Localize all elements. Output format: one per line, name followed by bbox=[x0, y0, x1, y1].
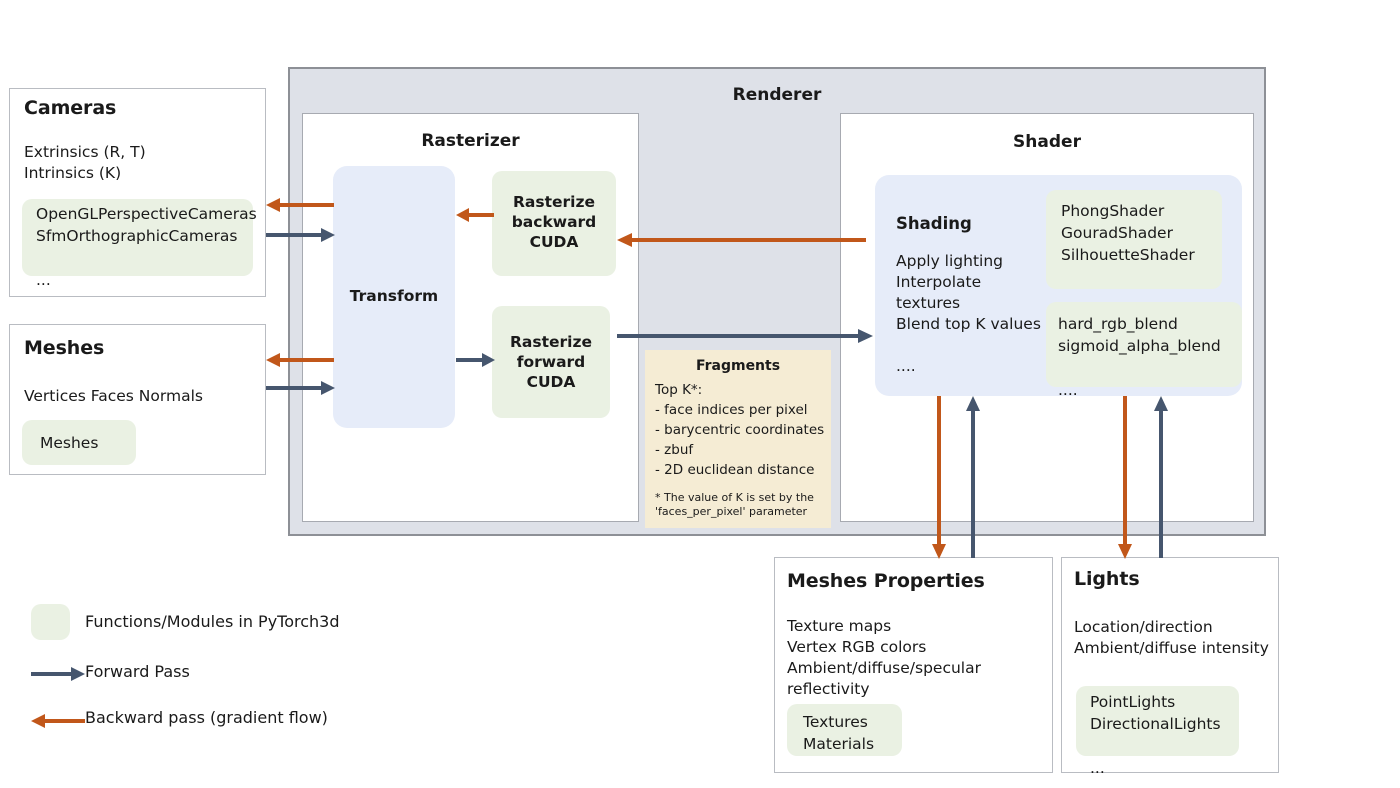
fragments-body: Top K*: - face indices per pixel - baryc… bbox=[655, 382, 825, 478]
fragments-box bbox=[645, 350, 831, 528]
renderer-title: Renderer bbox=[732, 85, 822, 105]
blend-modules-box[interactable] bbox=[1046, 302, 1242, 387]
cameras-title: Cameras bbox=[24, 97, 117, 119]
cameras-modules-list: OpenGLPerspectiveCameras SfmOrthographic… bbox=[36, 205, 257, 289]
lights-modules-list: PointLights DirectionalLights ... bbox=[1090, 693, 1221, 777]
blend-modules-list: hard_rgb_blend sigmoid_alpha_blend .... bbox=[1058, 315, 1221, 399]
rasterize-backward-label: Rasterize backward CUDA bbox=[511, 193, 597, 251]
mesh-properties-modules-box[interactable] bbox=[787, 704, 902, 756]
mesh-properties-list: Texture maps Vertex RGB colors Ambient/d… bbox=[787, 617, 981, 740]
rasterizer-title: Rasterizer bbox=[421, 131, 520, 151]
fragments-note: * The value of K is set by the 'faces_pe… bbox=[655, 491, 814, 518]
legend-forward-label: Forward Pass bbox=[85, 662, 190, 681]
transform-label: Transform bbox=[349, 287, 439, 305]
legend-module-swatch bbox=[31, 604, 70, 640]
rasterize-forward-label: Rasterize forward CUDA bbox=[509, 333, 593, 391]
meshes-properties: Vertices Faces Normals bbox=[24, 387, 203, 405]
mesh-properties-title: Meshes Properties bbox=[787, 570, 985, 592]
meshes-modules-box[interactable] bbox=[22, 420, 136, 465]
lights-title: Lights bbox=[1074, 568, 1140, 590]
shading-label: Shading bbox=[896, 214, 972, 233]
mesh-properties-modules-list: Textures Materials bbox=[803, 713, 875, 753]
fragments-title: Fragments bbox=[695, 358, 781, 374]
cameras-modules-box[interactable] bbox=[22, 199, 253, 276]
transform-box[interactable] bbox=[333, 166, 455, 428]
shader-modules-box[interactable] bbox=[1046, 190, 1222, 289]
lights-modules-box[interactable] bbox=[1076, 686, 1239, 756]
legend-backward-label: Backward pass (gradient flow) bbox=[85, 708, 328, 727]
shading-body: Apply lighting Interpolate textures Blen… bbox=[896, 252, 1041, 375]
shader-modules-list: PhongShader GouradShader SilhouetteShade… bbox=[1061, 202, 1195, 308]
rasterize-backward-box[interactable] bbox=[492, 171, 616, 276]
legend-module-label: Functions/Modules in PyTorch3d bbox=[85, 612, 340, 631]
cameras-properties: Extrinsics (R, T) Intrinsics (K) bbox=[24, 143, 146, 182]
shader-title: Shader bbox=[1013, 132, 1081, 152]
rasterize-forward-box[interactable] bbox=[492, 306, 610, 418]
lights-properties: Location/direction Ambient/diffuse inten… bbox=[1074, 618, 1269, 657]
meshes-title: Meshes bbox=[24, 337, 105, 359]
meshes-modules-list: Meshes bbox=[40, 434, 99, 452]
